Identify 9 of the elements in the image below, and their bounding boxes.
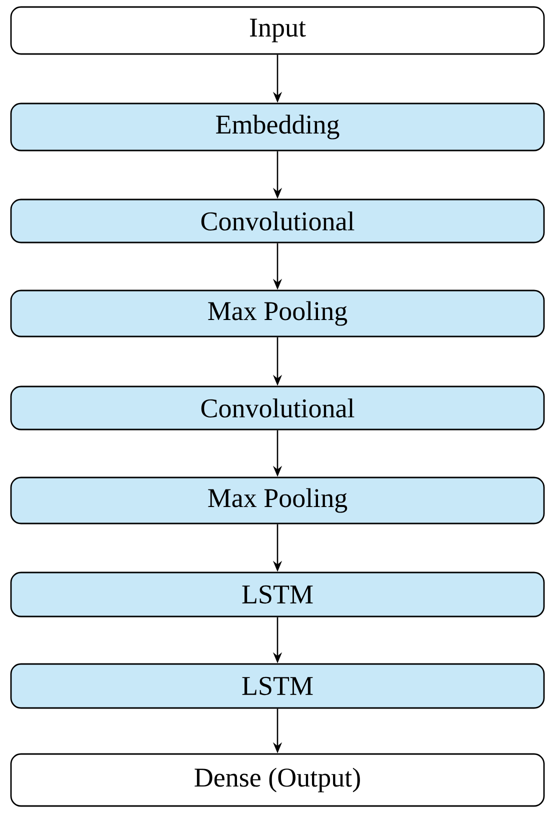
layer-box: Convolutional — [10, 198, 545, 244]
layer-box: Convolutional — [10, 386, 545, 430]
layer-box: Max Pooling — [10, 290, 545, 338]
layer-box: Input — [10, 6, 545, 55]
layer-box: LSTM — [10, 663, 545, 709]
layer-box: Max Pooling — [10, 476, 545, 524]
layer-box: Embedding — [10, 102, 545, 152]
layer-box: Dense (Output) — [10, 753, 545, 807]
layer-box: LSTM — [10, 572, 545, 618]
